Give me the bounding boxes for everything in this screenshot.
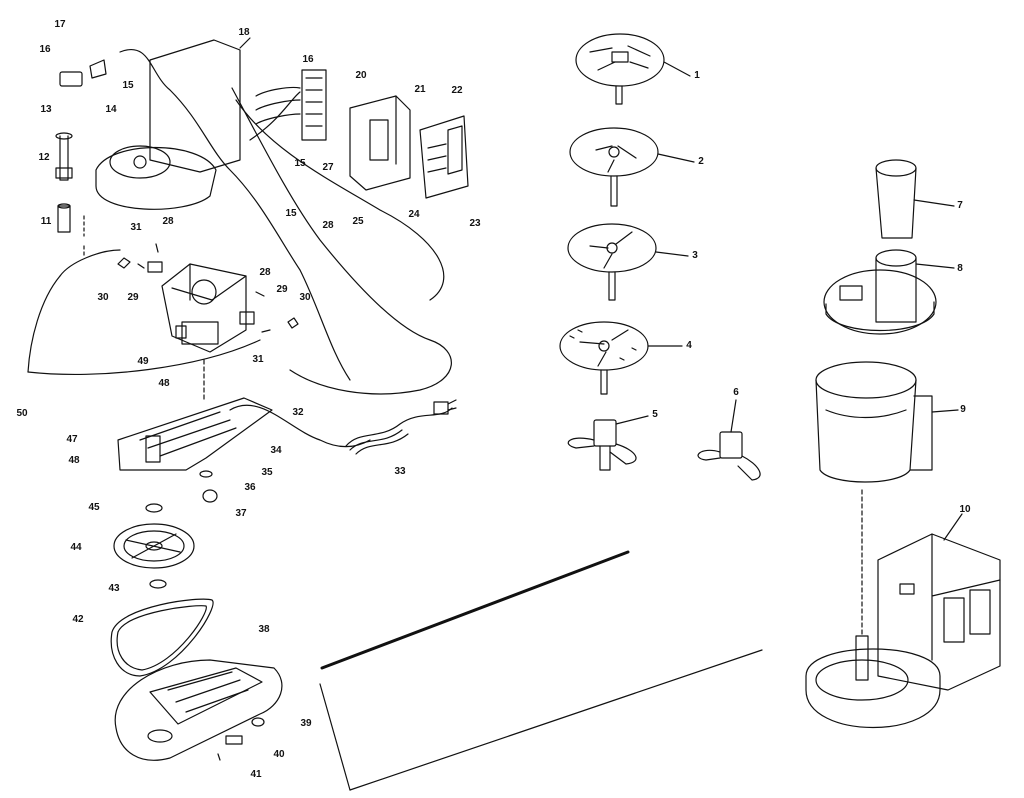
callout-28-c: 28 [322,220,334,231]
callout-38: 38 [258,624,270,635]
disc-2 [570,128,694,206]
callout-13: 13 [40,104,52,115]
callout-48-b: 48 [158,378,170,389]
callout-35: 35 [261,467,273,478]
callout-50: 50 [16,408,28,419]
power-cord-33 [346,400,456,454]
callout-15-c: 15 [285,208,297,219]
disc-4 [560,322,682,394]
callout-18: 18 [238,27,250,38]
callout-36: 36 [244,482,256,493]
callout-24: 24 [408,209,420,220]
callout-39: 39 [300,718,312,729]
callout-16-b: 16 [302,54,314,65]
callout-10: 10 [959,504,971,515]
callout-4: 4 [686,340,692,351]
callout-29-a: 29 [127,292,139,303]
mounting-plate-48 [118,360,272,470]
callout-9: 9 [960,404,966,415]
switch-panel-22 [420,116,468,198]
blade-5 [568,416,648,470]
bracket-14 [90,60,106,78]
pulley-44 [114,524,194,568]
divider-lines [84,216,762,790]
callout-2: 2 [698,156,704,167]
belt-42 [111,599,213,676]
callout-40: 40 [273,749,285,760]
callout-7: 7 [957,200,963,211]
callout-49: 49 [137,356,149,367]
callout-45: 45 [88,502,100,513]
lid-8 [824,250,954,334]
callout-12: 12 [38,152,50,163]
callout-22: 22 [451,85,463,96]
callout-37: 37 [235,508,247,519]
blade-6 [698,400,760,480]
shaft-12 [56,133,72,180]
callout-32: 32 [292,407,304,418]
callout-1: 1 [694,70,700,81]
motor-housing-18 [96,38,250,209]
callout-27: 27 [322,162,334,173]
callout-41: 41 [250,769,262,780]
callout-20: 20 [355,70,367,81]
callout-29-b: 29 [276,284,288,295]
callout-14: 14 [105,104,117,115]
callout-15-b: 15 [294,158,306,169]
bowl-9 [816,362,958,482]
callout-16-a: 16 [39,44,51,55]
switch-16 [60,72,82,86]
callout-31-b: 31 [252,354,264,365]
motor-49 [162,264,246,352]
callout-17: 17 [54,19,66,30]
callout-6: 6 [733,387,739,398]
disc-1 [576,34,690,104]
callout-33: 33 [394,466,406,477]
callout-15-a: 15 [122,80,134,91]
callout-30-b: 30 [299,292,311,303]
callout-21: 21 [414,84,426,95]
wiring-harness [28,49,451,446]
callout-11: 11 [40,216,52,227]
small-parts-28-31 [118,244,298,332]
callout-34: 34 [270,445,282,456]
base-unit-10 [806,490,1000,728]
callout-5: 5 [652,409,658,420]
callout-31-a: 31 [130,222,142,233]
callout-28-b: 28 [259,267,271,278]
callout-48-a: 48 [68,455,80,466]
callout-25: 25 [352,216,364,227]
callout-42: 42 [72,614,84,625]
disc-3 [568,224,688,300]
base-plate-38 [115,660,282,760]
callout-43: 43 [108,583,120,594]
callout-3: 3 [692,250,698,261]
terminal-block-16 [302,70,326,140]
callout-28-a: 28 [162,216,174,227]
foot-parts-39-41 [218,718,264,760]
callout-44: 44 [70,542,82,553]
washers [146,471,217,588]
callout-8: 8 [957,263,963,274]
sleeve-11 [58,204,70,232]
callout-47: 47 [66,434,78,445]
circuit-board-20 [350,96,410,190]
pusher-7 [876,160,954,238]
callout-30-a: 30 [97,292,109,303]
callout-23: 23 [469,218,481,229]
